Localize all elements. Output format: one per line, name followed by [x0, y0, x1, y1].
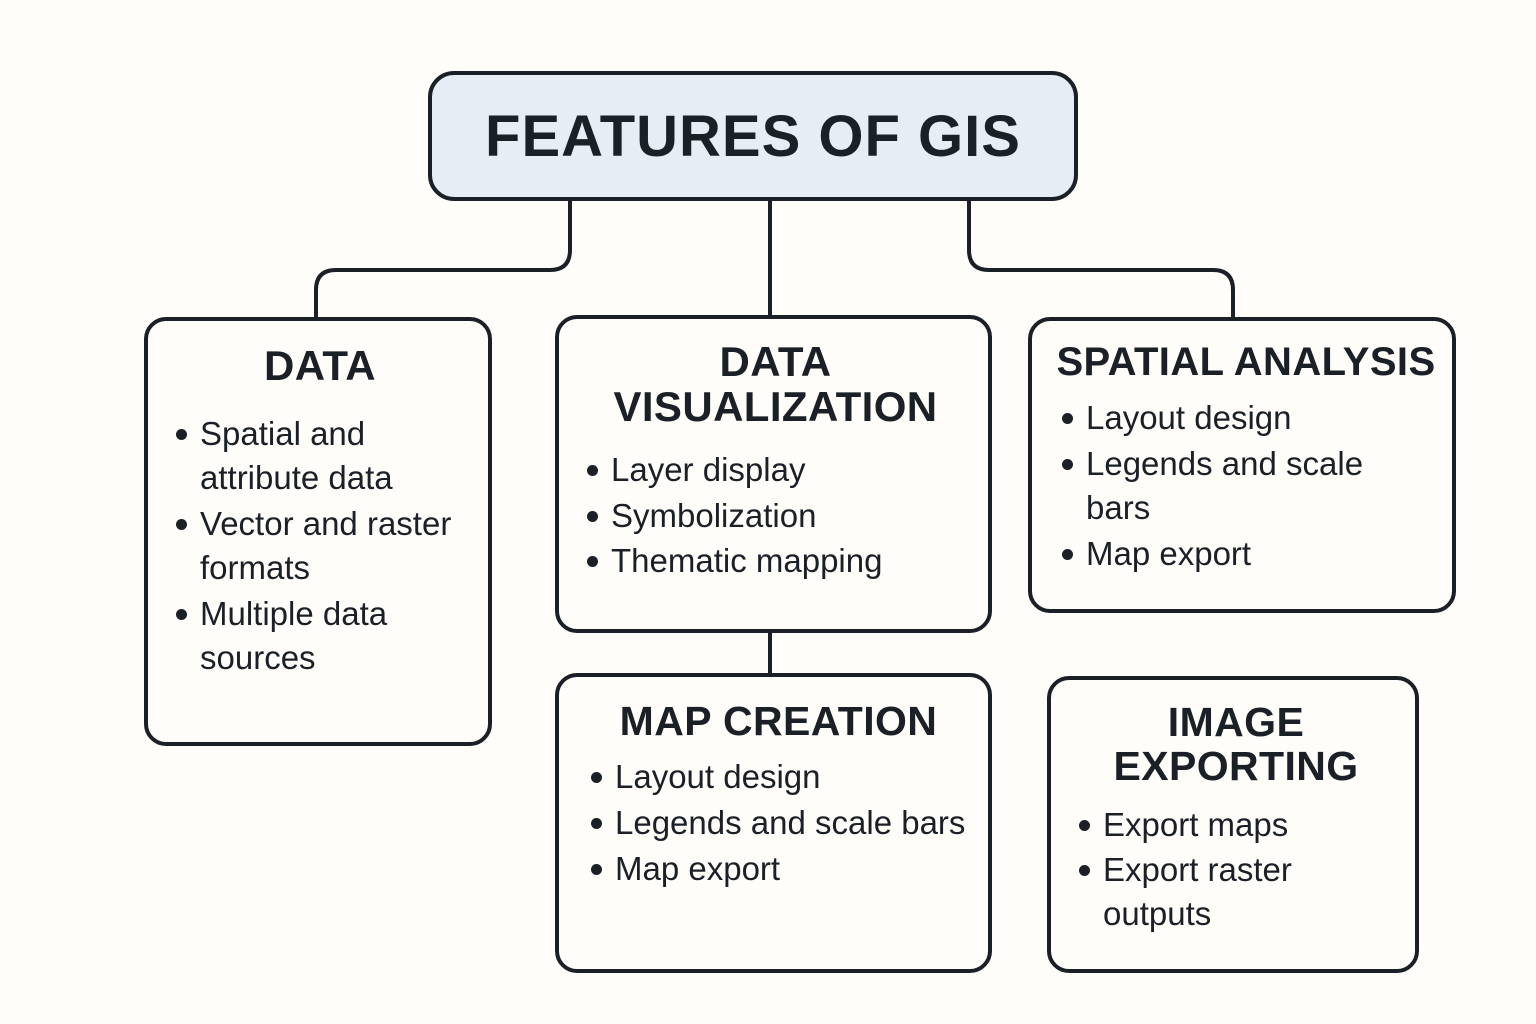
list-item: Layout design: [585, 755, 972, 799]
node-image-exporting[interactable]: IMAGE EXPORTING Export maps Export raste…: [1047, 676, 1419, 973]
node-data-visualization-bullets: Layer display Symbolization Thematic map…: [581, 448, 970, 586]
list-item: Map export: [585, 847, 972, 891]
list-item: Export maps: [1073, 803, 1399, 847]
node-map-creation-title: MAP CREATION: [619, 698, 938, 744]
list-item: Legends and scale bars: [1056, 442, 1436, 530]
list-item: Export raster outputs: [1073, 848, 1399, 936]
node-image-exporting-title: IMAGE EXPORTING: [1073, 700, 1399, 789]
node-data-title: DATA: [263, 342, 376, 389]
node-map-creation[interactable]: MAP CREATION Layout design Legends and s…: [555, 673, 992, 973]
node-image-exporting-title-line1: IMAGE: [1167, 699, 1305, 745]
list-item: Thematic mapping: [581, 539, 970, 583]
connector-root-to-data: [314, 201, 572, 319]
node-data[interactable]: DATA Spatial and attribute data Vector a…: [144, 317, 492, 746]
list-item: Layer display: [581, 448, 970, 492]
node-spatial-analysis-title: SPATIAL ANALYSIS: [1056, 340, 1436, 384]
node-data-bullets: Spatial and attribute data Vector and ra…: [170, 412, 470, 681]
node-data-visualization-title: DATA VISUALIZATION: [581, 339, 970, 430]
list-item: Symbolization: [581, 494, 970, 538]
list-item: Layout design: [1056, 396, 1436, 440]
node-spatial-analysis-bullets: Layout design Legends and scale bars Map…: [1056, 396, 1436, 578]
root-title: FEATURES OF GIS: [485, 103, 1021, 169]
list-item: Legends and scale bars: [585, 801, 972, 845]
node-image-exporting-title-line2: EXPORTING: [1113, 743, 1359, 790]
list-item: Spatial and attribute data: [170, 412, 470, 500]
list-item: Multiple data sources: [170, 592, 470, 680]
node-features-of-gis[interactable]: FEATURES OF GIS: [428, 71, 1078, 201]
node-data-visualization-title-line1: DATA: [719, 338, 832, 385]
node-image-exporting-bullets: Export maps Export raster outputs: [1073, 803, 1399, 939]
node-data-visualization-title-line2: VISUALIZATION: [613, 383, 938, 431]
connector-root-to-spatial: [967, 201, 1235, 319]
list-item: Map export: [1056, 532, 1436, 576]
list-item: Vector and raster formats: [170, 502, 470, 590]
node-data-visualization[interactable]: DATA VISUALIZATION Layer display Symboli…: [555, 315, 992, 633]
node-map-creation-bullets: Layout design Legends and scale bars Map…: [585, 755, 972, 893]
node-spatial-analysis[interactable]: SPATIAL ANALYSIS Layout design Legends a…: [1028, 317, 1456, 613]
